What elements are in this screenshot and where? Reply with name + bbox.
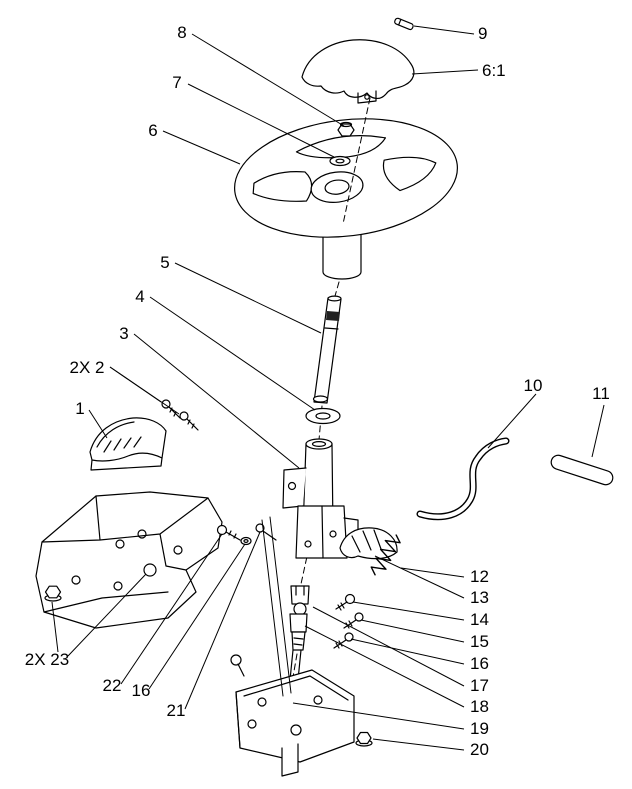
- leader-7: [187, 83, 335, 158]
- upper-steering-shaft: [312, 295, 342, 404]
- callout-label-5: 5: [160, 253, 169, 272]
- fastener-bolt-22: [216, 524, 241, 541]
- leader-1: [88, 409, 108, 439]
- leader-16-right: [350, 638, 465, 665]
- leader-12: [400, 567, 465, 578]
- callout-label-4: 4: [135, 287, 144, 306]
- u-joint-assembly: [289, 585, 310, 651]
- carriage-bolt-18: [230, 654, 245, 677]
- leader-3: [133, 333, 300, 469]
- callout-label-10: 10: [524, 376, 543, 395]
- cap-retainer-pin: [394, 17, 414, 31]
- mount-frame: [35, 491, 223, 629]
- lever-grip: [550, 454, 614, 486]
- callout-label-19: 19: [470, 719, 489, 738]
- leader-17: [312, 606, 465, 687]
- callout-label-16-left: 16: [132, 681, 151, 700]
- callout-label-3: 3: [119, 324, 128, 343]
- callout-label-17: 17: [470, 676, 489, 695]
- leader-2x2-b: [109, 366, 180, 415]
- callout-label-2x23: 2X 23: [25, 650, 69, 669]
- steering-wheel: [234, 118, 458, 238]
- leader-22: [120, 533, 223, 685]
- callout-labels: 8 9 7 6:1 6 5 4 3 2X 2 1 10 11 12 13 14 …: [25, 23, 610, 759]
- hex-bolt-23: [44, 585, 62, 602]
- steering-column: [282, 438, 359, 559]
- callout-label-16-right: 16: [470, 654, 489, 673]
- callout-label-2x2: 2X 2: [70, 358, 105, 377]
- callout-label-22: 22: [103, 676, 122, 695]
- callout-label-7: 7: [172, 73, 181, 92]
- washer-16-left: [240, 536, 252, 546]
- leader-2x23-a: [51, 601, 59, 653]
- upper-washer: [329, 155, 351, 167]
- leader-21: [184, 531, 261, 710]
- leader-16-left: [148, 543, 246, 690]
- extension-spring: [370, 534, 401, 576]
- leader-2x23-b: [67, 573, 147, 657]
- steering-assembly-drawing: [35, 17, 614, 777]
- callout-label-15: 15: [470, 632, 489, 651]
- callout-label-1: 1: [75, 399, 84, 418]
- callout-leaders: [51, 25, 605, 751]
- callout-label-13: 13: [470, 588, 489, 607]
- lower-mount-plate: [235, 669, 355, 777]
- callout-label-9: 9: [478, 24, 487, 43]
- callout-label-6: 6: [148, 121, 157, 140]
- hex-bolt-20: [355, 731, 373, 747]
- leader-18: [304, 625, 465, 708]
- leader-14: [352, 601, 465, 621]
- fastener-bolt-21: [255, 523, 277, 541]
- leader-5: [174, 262, 322, 334]
- callout-label-20: 20: [470, 740, 489, 759]
- leader-11: [591, 404, 605, 458]
- assembly-guide-lines: [261, 516, 292, 697]
- leader-8: [191, 33, 345, 127]
- leader-4: [149, 296, 316, 411]
- callout-label-8: 8: [177, 23, 186, 42]
- leader-19: [292, 702, 465, 730]
- bearing-washer: [305, 407, 341, 425]
- leader-20: [372, 738, 465, 751]
- fastener-bolt-14: [335, 593, 356, 611]
- leader-15: [360, 619, 465, 643]
- leader-9: [413, 25, 475, 35]
- callout-label-14: 14: [470, 610, 489, 629]
- support-cover: [89, 417, 167, 471]
- leader-10: [487, 393, 537, 449]
- tilt-lever-rod: [416, 437, 510, 521]
- fastener-screw-15: [343, 612, 364, 629]
- callout-label-12: 12: [470, 567, 489, 586]
- callout-label-6-1: 6:1: [482, 61, 506, 80]
- hex-nut: [337, 121, 355, 137]
- cover-screws: [161, 399, 199, 431]
- leader-6-1: [411, 69, 479, 75]
- leader-6: [162, 130, 241, 165]
- callout-label-21: 21: [167, 701, 186, 720]
- leader-13: [374, 555, 465, 599]
- steering-wheel-cap: [301, 39, 415, 104]
- callout-label-18: 18: [470, 697, 489, 716]
- callout-label-11: 11: [592, 384, 610, 403]
- assembly-centerline: [288, 97, 371, 701]
